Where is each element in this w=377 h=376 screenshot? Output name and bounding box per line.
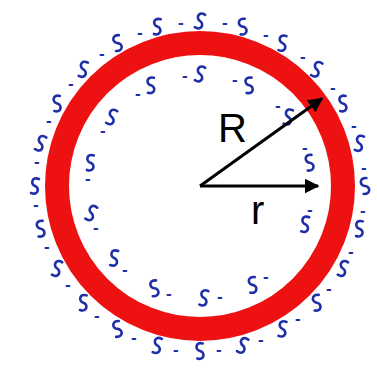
- negative-charge-sign: -: [131, 329, 137, 346]
- charge-squiggle: [195, 343, 206, 359]
- charge-squiggle: [301, 217, 309, 232]
- negative-charge-sign: -: [137, 24, 143, 41]
- charge-squiggle: [111, 320, 124, 337]
- negative-charge-sign: -: [94, 307, 100, 324]
- negative-charge-sign: -: [360, 202, 366, 219]
- negative-charge-sign: -: [93, 219, 99, 236]
- charge-squiggles: [31, 13, 371, 359]
- charge-squiggle: [199, 290, 208, 306]
- charge-squiggle: [153, 337, 162, 353]
- negative-charge-sign: -: [99, 45, 105, 62]
- negative-charge-sign: -: [166, 285, 172, 302]
- negative-charge-sign: -: [307, 201, 313, 218]
- negative-charge-sign: -: [330, 79, 336, 96]
- negative-charge-sign: -: [302, 139, 308, 156]
- charge-squiggle: [86, 155, 95, 171]
- negative-charge-sign: -: [232, 71, 238, 88]
- charge-squiggle: [35, 220, 47, 237]
- inner-radius-arrow: [200, 185, 318, 188]
- negative-charge-sign: -: [34, 153, 40, 170]
- charge-squiggle: [146, 77, 156, 93]
- inner-radius-label: r: [251, 190, 264, 230]
- charge-squiggle: [195, 66, 206, 82]
- negative-charge-sign: -: [300, 48, 306, 65]
- negative-charge-sign: -: [100, 122, 106, 139]
- charge-squiggle: [153, 19, 162, 35]
- charge-squiggle: [110, 250, 118, 265]
- negative-charge-sign: -: [263, 26, 269, 43]
- negative-charge-sign: -: [178, 14, 184, 31]
- negative-charge-sign: -: [361, 159, 367, 176]
- charge-squiggle: [311, 61, 323, 78]
- charge-squiggle: [111, 35, 124, 52]
- charge-squiggle: [237, 18, 249, 35]
- negative-charge-sign: -: [33, 196, 39, 213]
- negative-charge-sign: -: [217, 288, 223, 305]
- charge-squiggle: [355, 221, 364, 237]
- negative-charge-sign: -: [122, 261, 128, 278]
- charge-squiggle: [338, 95, 349, 111]
- negative-charge-sign: -: [326, 280, 332, 297]
- charge-squiggle: [106, 109, 117, 126]
- charge-squiggle: [52, 95, 63, 111]
- red-ring: [57, 43, 343, 329]
- charge-squiggle: [195, 13, 206, 29]
- negative-charge-sign: -: [85, 170, 91, 187]
- negative-charge-sign: -: [173, 341, 179, 358]
- charge-squiggle: [359, 177, 372, 194]
- negative-charge-sign: -: [295, 310, 301, 327]
- negative-charge-sign: -: [65, 276, 71, 293]
- charge-squiggle: [304, 154, 316, 171]
- charge-squiggle: [279, 35, 287, 50]
- charge-squiggle: [237, 337, 249, 354]
- negative-charge-sign: -: [222, 14, 228, 31]
- negative-charge-sign: -: [275, 97, 281, 114]
- charge-squiggle: [52, 260, 63, 276]
- negative-charge-sign: -: [182, 67, 188, 84]
- charge-squiggle: [31, 178, 39, 193]
- negative-charge-sign: -: [263, 268, 269, 285]
- negative-charge-sign: -: [348, 243, 354, 260]
- negative-charge-sign: -: [68, 75, 74, 92]
- charge-squiggle: [244, 77, 255, 94]
- negative-charge-sign: -: [258, 331, 264, 348]
- outer-radius-arrow: [200, 99, 322, 187]
- negative-charge-sign: -: [216, 341, 222, 358]
- negative-charge-sign: -: [135, 85, 141, 102]
- charge-squiggle: [79, 295, 88, 311]
- charge-squiggle: [79, 61, 88, 77]
- charge-squiggle: [355, 135, 364, 151]
- negative-charge-sign: -: [46, 112, 52, 129]
- negative-charge-sign: -: [351, 117, 357, 134]
- charge-squiggle: [247, 276, 258, 293]
- charge-squiggle: [148, 280, 160, 297]
- charge-squiggle: [311, 294, 323, 311]
- outer-radius-label: R: [218, 108, 247, 148]
- negative-charge-sign: -: [44, 238, 50, 255]
- charge-squiggle: [279, 321, 287, 336]
- charge-squiggle: [338, 260, 349, 276]
- charge-squiggle: [35, 135, 47, 152]
